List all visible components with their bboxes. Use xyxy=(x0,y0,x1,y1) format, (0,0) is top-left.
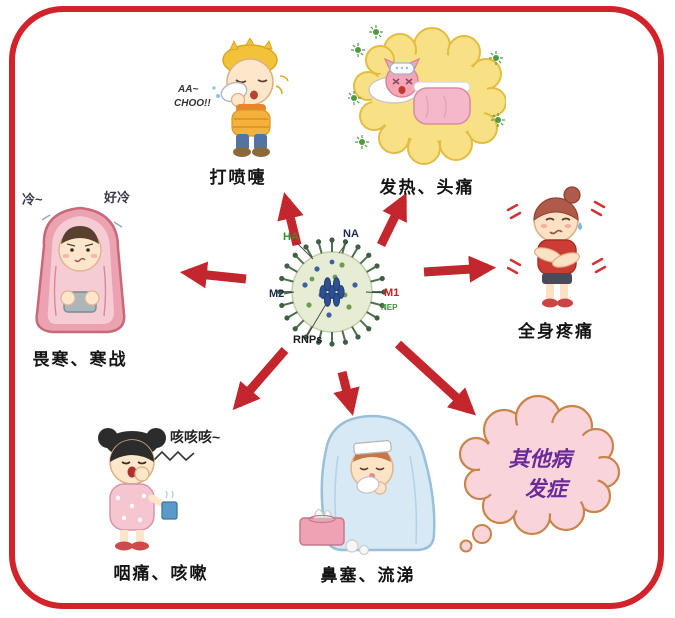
symptom-fever-label: 发热、头痛 xyxy=(379,178,475,197)
used-tissue xyxy=(358,544,370,556)
virus-rnp-core xyxy=(319,277,345,307)
symptom-nasal-label: 鼻塞、流涕 xyxy=(320,566,416,585)
arrow-to-sneeze xyxy=(277,192,304,247)
symptom-cough-label: 咽痛、咳嗽 xyxy=(113,564,209,583)
symptom-sneeze-label: 打喷嚏 xyxy=(209,168,267,187)
symptom-chills-figure: 冷~ 好冷 畏寒、寒战 xyxy=(16,186,144,370)
used-tissue xyxy=(345,539,359,553)
blanket xyxy=(413,87,471,125)
virus-label-nep: NEP xyxy=(381,303,398,312)
boy-shirt xyxy=(231,109,271,137)
chills-speech-right: 好冷 xyxy=(103,190,130,205)
virus-label-ha: HA xyxy=(283,231,299,243)
boy-pants xyxy=(236,134,249,150)
cough-lines xyxy=(153,450,195,462)
sneeze-sound-2: CHOO!! xyxy=(174,98,211,109)
arrow-to-fever xyxy=(376,192,408,247)
virus-label-rnps: RNPs xyxy=(293,334,322,346)
girl-hand-right xyxy=(84,290,100,306)
sweat-drop xyxy=(578,222,582,230)
forehead-cloth xyxy=(353,439,392,455)
hair-bun xyxy=(563,186,581,204)
arrow-to-cough xyxy=(232,347,289,411)
pain-marks xyxy=(506,200,607,275)
symptom-body-pain-label: 全身疼痛 xyxy=(518,322,594,341)
symptom-sneeze-figure: AA~ CHOO!! 打喷嚏 xyxy=(172,38,304,188)
virus-label-na: NA xyxy=(343,228,359,240)
cloud-puff xyxy=(459,539,473,553)
complications-text-line2: 发症 xyxy=(525,477,571,501)
cough-speech: 咳咳咳~ xyxy=(170,429,220,445)
chills-speech-left: 冷~ xyxy=(22,192,43,207)
cloud-puff xyxy=(472,524,492,544)
arm-right xyxy=(551,252,581,268)
symptom-body-pain-figure: 全身疼痛 xyxy=(498,176,614,342)
girl-hand-left xyxy=(60,290,76,306)
cup xyxy=(161,501,178,520)
arrow-to-chills xyxy=(179,261,247,289)
coughing-girl-illustration: 咳咳咳~ xyxy=(98,428,220,551)
virus-label-m1: M1 xyxy=(384,287,399,299)
arrow-to-nasal xyxy=(333,370,360,416)
body-pain-girl-illustration xyxy=(506,186,607,308)
fist-at-mouth xyxy=(134,466,150,482)
sneezing-boy-illustration: AA~ CHOO!! xyxy=(174,38,289,157)
complications-text-line1: 其他病 xyxy=(509,447,576,471)
symptom-nasal-figure: 鼻塞、流涕 xyxy=(288,406,448,586)
virus-leader-lines xyxy=(283,240,384,337)
influenza-virus-illustration: HA NA M2 M1 NEP RNPs xyxy=(269,228,399,348)
tissue-at-nose xyxy=(356,476,380,494)
girl-hair xyxy=(533,197,579,221)
symptom-fever-figure: 发热、头痛 xyxy=(348,24,506,198)
runny-nose-illustration xyxy=(299,414,436,556)
arrow-to-body-pain xyxy=(423,255,497,283)
symptom-complications-figure: 其他病 发症 xyxy=(452,388,630,556)
symptom-chills-label: 畏寒、寒战 xyxy=(32,350,128,369)
girl-hair xyxy=(110,440,154,462)
girl-skirt xyxy=(542,273,572,284)
complications-cloud-illustration: 其他病 发症 xyxy=(458,394,621,553)
girl-hair xyxy=(61,226,99,244)
chills-girl-illustration: 冷~ 好冷 xyxy=(22,190,130,334)
sneeze-sound-1: AA~ xyxy=(177,84,198,95)
fever-in-bed-illustration xyxy=(348,24,506,165)
symptom-cough-figure: 咳咳咳~ 咽痛、咳嗽 xyxy=(78,414,244,584)
arrow-to-complications xyxy=(394,340,476,416)
virus-label-m2: M2 xyxy=(269,288,284,300)
